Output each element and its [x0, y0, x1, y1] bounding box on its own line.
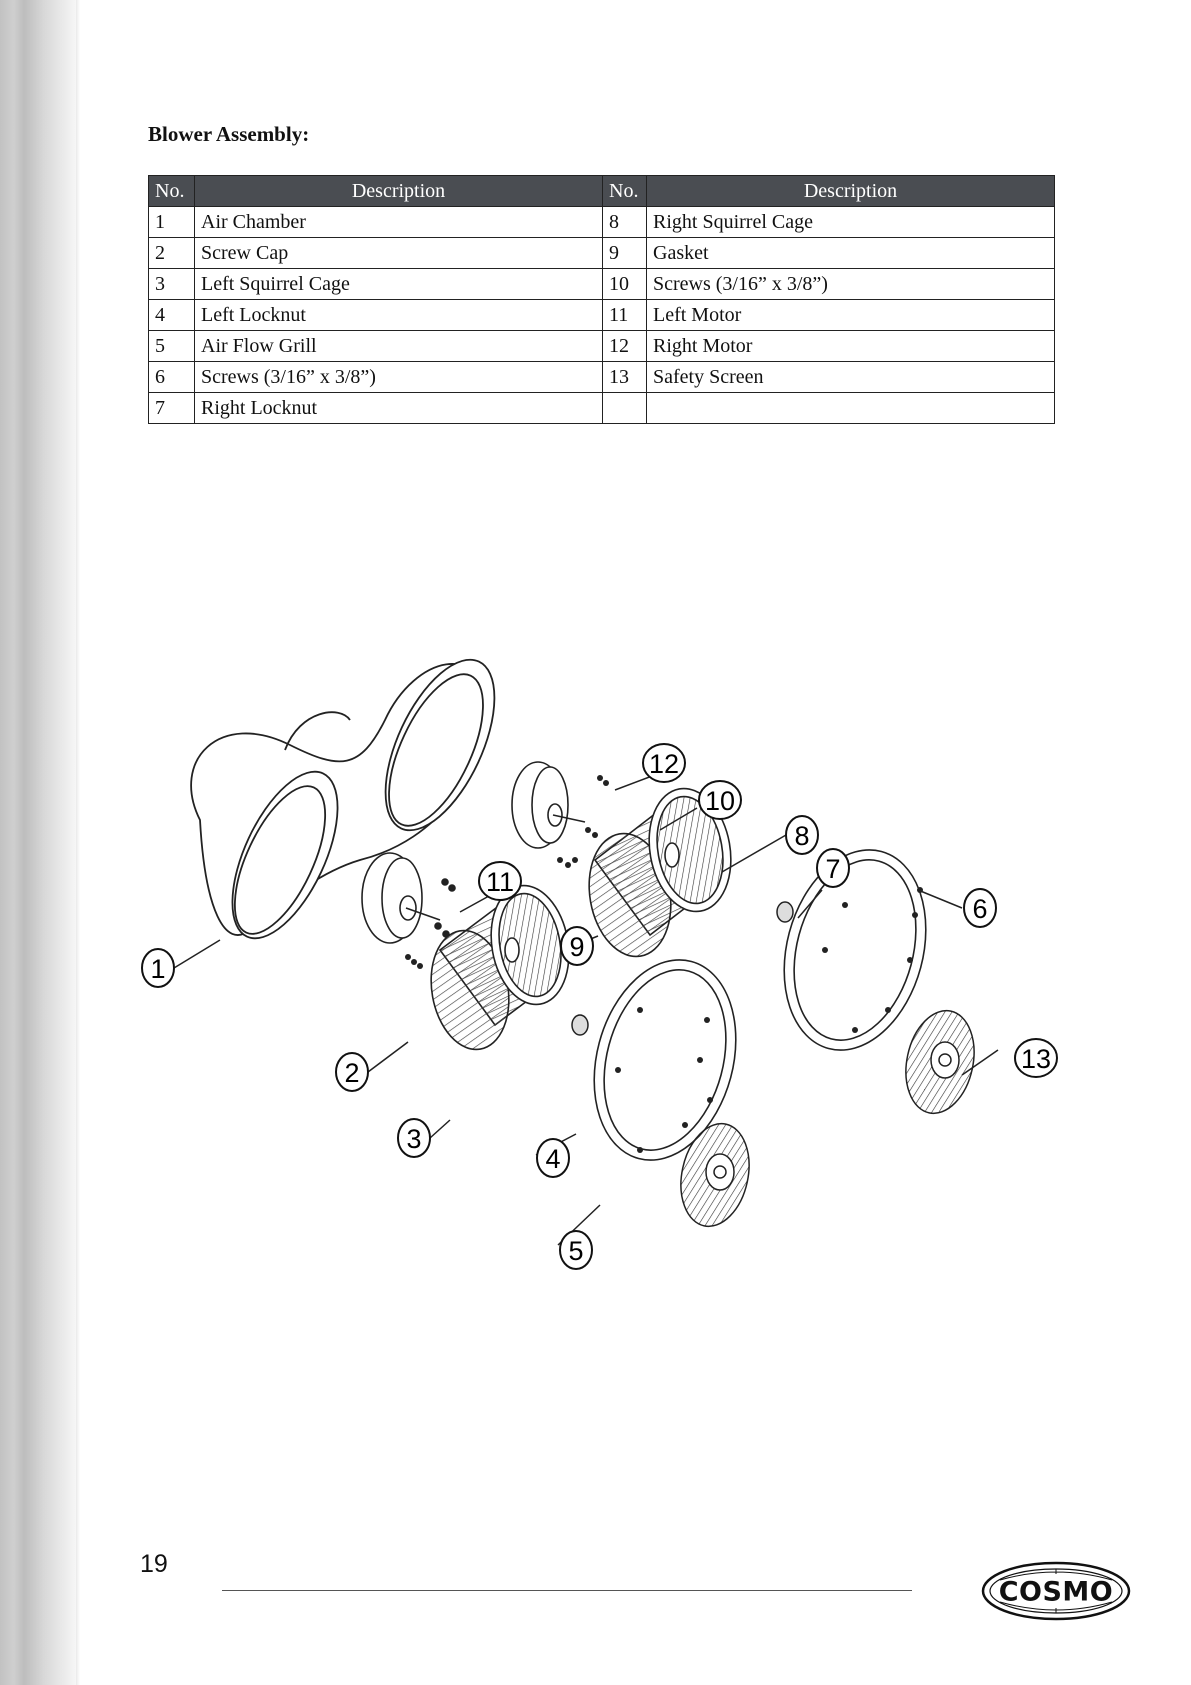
- svg-text:2: 2: [344, 1058, 359, 1088]
- part-description: Air Flow Grill: [194, 330, 603, 362]
- right-motor-part: [511, 761, 586, 849]
- part-description: Right Locknut: [194, 392, 603, 424]
- callout-4: 4: [536, 1138, 570, 1178]
- svg-text:9: 9: [569, 932, 584, 962]
- part-description: Safety Screen: [646, 361, 1055, 393]
- part-no: 12: [602, 330, 647, 362]
- svg-text:3: 3: [406, 1124, 421, 1154]
- part-no: 10: [602, 268, 647, 300]
- table-row: 7 Right Locknut: [148, 392, 1055, 424]
- part-description: Left Squirrel Cage: [194, 268, 603, 300]
- right-locknut-part: [776, 901, 794, 923]
- part-no: 4: [148, 299, 195, 331]
- right-squirrel-cage-part: [588, 787, 732, 958]
- callout-13: 13: [1014, 1038, 1058, 1078]
- callout-2: 2: [335, 1052, 369, 1092]
- screw-cap-parts: [405, 954, 423, 969]
- blower-exploded-diagram: 1 2 3 4 5 6 7 8 9 10 11 12 13: [141, 658, 1058, 1270]
- header-no-left: No.: [148, 175, 195, 207]
- footer-divider: [222, 1590, 912, 1591]
- part-no: 3: [148, 268, 195, 300]
- table-row: 6 Screws (3/16” x 3/8”) 13 Safety Screen: [148, 361, 1055, 393]
- part-description: Right Squirrel Cage: [646, 206, 1055, 238]
- gasket-parts: [557, 775, 609, 868]
- svg-text:5: 5: [568, 1236, 583, 1266]
- svg-text:8: 8: [794, 821, 809, 851]
- safety-screen-part: [905, 1009, 975, 1115]
- part-no: 6: [148, 361, 195, 393]
- air-flow-grill-part: [593, 959, 737, 1161]
- part-no: 9: [602, 237, 647, 269]
- cosmo-logo: COSMO: [981, 1561, 1131, 1621]
- part-no: 5: [148, 330, 195, 362]
- part-description: Gasket: [646, 237, 1055, 269]
- part-no: [602, 392, 647, 424]
- left-motor-part: [361, 852, 456, 944]
- parts-table: No. Description No. Description 1 Air Ch…: [148, 175, 1055, 424]
- part-description: Screws (3/16” x 3/8”): [646, 268, 1055, 300]
- table-row: 3 Left Squirrel Cage 10 Screws (3/16” x …: [148, 268, 1055, 300]
- svg-text:11: 11: [486, 867, 514, 897]
- callout-labels: 1 2 3 4 5 6 7 8 9 10 11 12 13: [141, 743, 1058, 1270]
- header-description-right: Description: [646, 175, 1055, 207]
- part-description: Air Chamber: [194, 206, 603, 238]
- part-description: [646, 392, 1055, 424]
- page-side-edge: [76, 0, 80, 1685]
- svg-text:13: 13: [1021, 1044, 1051, 1074]
- callout-12: 12: [642, 743, 686, 783]
- part-no: 11: [602, 299, 647, 331]
- parts-table-header-row: No. Description No. Description: [148, 175, 1055, 207]
- callout-11: 11: [478, 861, 522, 901]
- part-no: 13: [602, 361, 647, 393]
- section-title: Blower Assembly:: [148, 122, 310, 146]
- part-no: 1: [148, 206, 195, 238]
- table-row: 4 Left Locknut 11 Left Motor: [148, 299, 1055, 331]
- part-no: 2: [148, 237, 195, 269]
- callout-3: 3: [397, 1118, 431, 1158]
- table-row: 1 Air Chamber 8 Right Squirrel Cage: [148, 206, 1055, 238]
- callout-9: 9: [560, 926, 594, 966]
- callout-1: 1: [141, 948, 175, 988]
- callout-10: 10: [698, 780, 742, 820]
- svg-text:6: 6: [972, 894, 987, 924]
- part-description: Right Motor: [646, 330, 1055, 362]
- svg-text:COSMO: COSMO: [999, 1577, 1114, 1608]
- header-no-right: No.: [602, 175, 647, 207]
- air-chamber-part: [190, 658, 496, 940]
- left-locknut-part: [571, 1014, 589, 1036]
- front-safety-screen-part: [680, 1122, 750, 1228]
- callout-8: 8: [785, 815, 819, 855]
- svg-text:10: 10: [705, 786, 735, 816]
- page-number: 19: [140, 1550, 168, 1578]
- part-description: Left Motor: [646, 299, 1055, 331]
- part-description: Screws (3/16” x 3/8”): [194, 361, 603, 393]
- svg-text:7: 7: [825, 854, 840, 884]
- callout-7: 7: [816, 848, 850, 888]
- left-squirrel-cage-part: [430, 884, 570, 1051]
- part-no: 7: [148, 392, 195, 424]
- svg-text:4: 4: [545, 1144, 560, 1174]
- header-description-left: Description: [194, 175, 603, 207]
- svg-text:1: 1: [150, 954, 165, 984]
- svg-text:12: 12: [649, 749, 679, 779]
- callout-5: 5: [559, 1230, 593, 1270]
- callout-6: 6: [963, 888, 997, 928]
- table-row: 5 Air Flow Grill 12 Right Motor: [148, 330, 1055, 362]
- page-side-band: [0, 0, 76, 1685]
- table-row: 2 Screw Cap 9 Gasket: [148, 237, 1055, 269]
- part-description: Screw Cap: [194, 237, 603, 269]
- part-description: Left Locknut: [194, 299, 603, 331]
- part-no: 8: [602, 206, 647, 238]
- right-air-flow-grill-part: [783, 849, 927, 1051]
